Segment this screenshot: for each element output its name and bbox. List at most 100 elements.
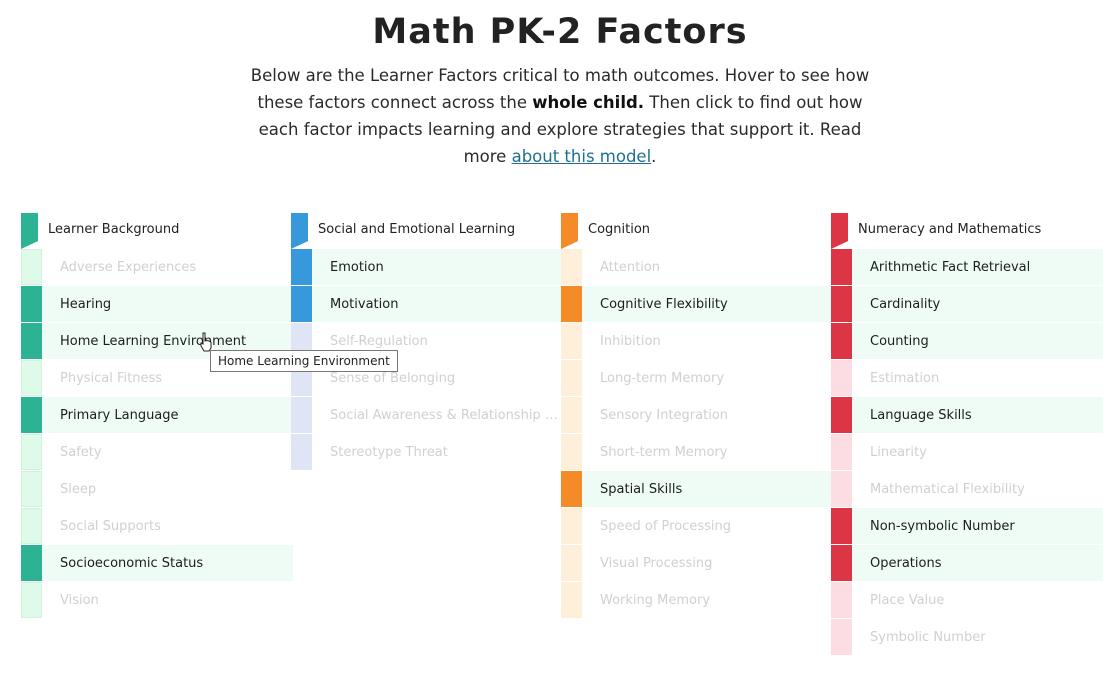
column-title: Cognition	[588, 222, 651, 237]
factor-item-linearity[interactable]: Linearity	[831, 434, 1103, 471]
factor-label: Linearity	[870, 445, 927, 460]
factor-item-physical-fitness[interactable]: Physical Fitness	[21, 360, 293, 397]
factor-color-bar	[561, 508, 582, 544]
factor-item-speed-of-processing[interactable]: Speed of Processing	[561, 508, 833, 545]
factor-label: Emotion	[330, 260, 384, 275]
factor-color-bar	[561, 545, 582, 581]
column-title: Learner Background	[48, 222, 180, 237]
factor-color-bar	[831, 471, 852, 507]
factor-color-bar	[21, 249, 42, 285]
factor-item-arithmetic-fact-retrieval[interactable]: Arithmetic Fact Retrieval	[831, 249, 1103, 286]
factor-label: Place Value	[870, 593, 945, 608]
factor-item-sensory-integration[interactable]: Sensory Integration	[561, 397, 833, 434]
page-title: Math PK-2 Factors	[372, 12, 748, 52]
factor-item-mathematical-flexibility[interactable]: Mathematical Flexibility	[831, 471, 1103, 508]
factor-color-bar	[561, 249, 582, 285]
factor-color-bar	[21, 360, 42, 396]
factor-color-bar	[561, 434, 582, 470]
factor-row-background	[42, 397, 293, 433]
factor-label: Estimation	[870, 371, 940, 386]
factor-item-attention[interactable]: Attention	[561, 249, 833, 286]
factor-label: Language Skills	[870, 408, 972, 423]
factor-label: Visual Processing	[600, 556, 713, 571]
factor-item-adverse-experiences[interactable]: Adverse Experiences	[21, 249, 293, 286]
factor-item-safety[interactable]: Safety	[21, 434, 293, 471]
factor-item-visual-processing[interactable]: Visual Processing	[561, 545, 833, 582]
factor-color-bar	[561, 471, 582, 507]
hand-cursor-icon	[200, 332, 212, 352]
factor-label: Adverse Experiences	[60, 260, 197, 275]
factor-item-vision[interactable]: Vision	[21, 582, 293, 619]
factor-item-cognitive-flexibility[interactable]: Cognitive Flexibility	[561, 286, 833, 323]
factor-row-background	[42, 286, 293, 322]
factor-item-non-symbolic-number[interactable]: Non-symbolic Number	[831, 508, 1103, 545]
intro-text-2: Then click to find out how each factor i…	[258, 93, 863, 166]
factor-item-emotion[interactable]: Emotion	[291, 249, 563, 286]
factor-row-background	[312, 249, 563, 285]
factor-label: Primary Language	[60, 408, 179, 423]
factor-item-cardinality[interactable]: Cardinality	[831, 286, 1103, 323]
factor-row-background	[852, 397, 1103, 433]
factor-item-sleep[interactable]: Sleep	[21, 471, 293, 508]
category-flag-icon	[21, 213, 38, 249]
column-title: Social and Emotional Learning	[318, 222, 516, 237]
factor-color-bar	[291, 249, 312, 285]
factor-item-primary-language[interactable]: Primary Language	[21, 397, 293, 434]
factor-item-working-memory[interactable]: Working Memory	[561, 582, 833, 619]
factor-item-social-awareness-and-relationship-skills[interactable]: Social Awareness & Relationship Skills	[291, 397, 563, 434]
factor-label: Motivation	[330, 297, 399, 312]
column-header: Learner Background	[21, 213, 293, 249]
factor-label: Social Awareness & Relationship Skills	[330, 408, 558, 423]
factor-color-bar	[831, 545, 852, 581]
factor-row-background	[852, 323, 1103, 359]
factor-item-language-skills[interactable]: Language Skills	[831, 397, 1103, 434]
factor-label: Attention	[600, 260, 660, 275]
factor-row-background	[852, 545, 1103, 581]
category-flag-icon	[291, 213, 308, 249]
factor-color-bar	[21, 323, 42, 359]
factor-item-long-term-memory[interactable]: Long-term Memory	[561, 360, 833, 397]
category-flag-icon	[831, 213, 848, 249]
factor-color-bar	[21, 397, 42, 433]
intro-end: .	[651, 147, 657, 166]
factor-label: Inhibition	[600, 334, 661, 349]
factor-label: Long-term Memory	[600, 371, 725, 386]
about-model-link[interactable]: about this model	[511, 147, 652, 166]
factor-color-bar	[21, 582, 42, 618]
factor-label: Social Supports	[60, 519, 161, 534]
column-header: Numeracy and Mathematics	[831, 213, 1103, 249]
factor-color-bar	[831, 323, 852, 359]
factor-row-background	[852, 249, 1103, 285]
factor-label: Sense of Belonging	[330, 371, 456, 386]
intro-text-1: Below are the Learner Factors critical t…	[250, 66, 870, 112]
factor-item-spatial-skills[interactable]: Spatial Skills	[561, 471, 833, 508]
factor-row-background	[312, 286, 563, 322]
factor-item-hearing[interactable]: Hearing	[21, 286, 293, 323]
factor-item-symbolic-number[interactable]: Symbolic Number	[831, 619, 1103, 656]
factor-color-bar	[831, 508, 852, 544]
factor-item-motivation[interactable]: Motivation	[291, 286, 563, 323]
category-flag-icon	[561, 213, 578, 249]
factor-label: Operations	[870, 556, 942, 571]
factor-label: Non-symbolic Number	[870, 519, 1015, 534]
factor-color-bar	[831, 619, 852, 655]
factor-item-place-value[interactable]: Place Value	[831, 582, 1103, 619]
factor-item-stereotype-threat[interactable]: Stereotype Threat	[291, 434, 563, 471]
factor-label: Working Memory	[600, 593, 711, 608]
factor-label: Stereotype Threat	[330, 445, 448, 460]
factor-color-bar	[561, 286, 582, 322]
factor-color-bar	[21, 434, 42, 470]
factor-item-inhibition[interactable]: Inhibition	[561, 323, 833, 360]
factor-item-social-supports[interactable]: Social Supports	[21, 508, 293, 545]
factor-item-counting[interactable]: Counting	[831, 323, 1103, 360]
column-header: Social and Emotional Learning	[291, 213, 563, 249]
factor-label: Speed of Processing	[600, 519, 731, 534]
factor-item-operations[interactable]: Operations	[831, 545, 1103, 582]
factor-color-bar	[831, 582, 852, 618]
factor-color-bar	[291, 286, 312, 322]
factor-item-estimation[interactable]: Estimation	[831, 360, 1103, 397]
factor-item-short-term-memory[interactable]: Short-term Memory	[561, 434, 833, 471]
factor-item-socioeconomic-status[interactable]: Socioeconomic Status	[21, 545, 293, 582]
